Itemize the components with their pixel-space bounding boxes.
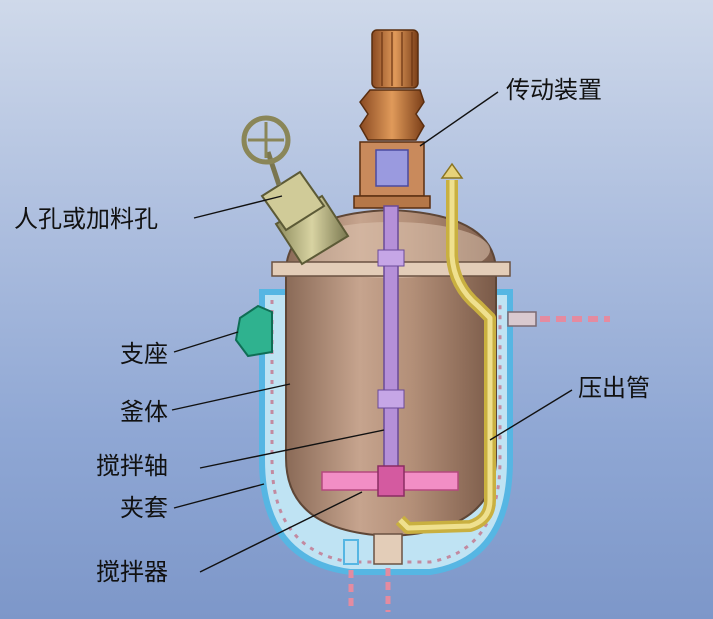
drive-coupling: [375, 149, 409, 187]
label-drive-unit: 传动装置: [506, 76, 602, 104]
agitator-shaft: [383, 205, 399, 489]
label-jacket: 夹套: [120, 494, 168, 522]
shaft-coupling-upper: [377, 249, 405, 267]
jacket-drain: [343, 539, 359, 565]
label-discharge-pipe: 压出管: [578, 374, 650, 402]
leader-drive-unit: [419, 91, 499, 147]
leader-manhole: [193, 195, 283, 219]
label-agitator-shaft: 搅拌轴: [96, 452, 168, 480]
leader-agitator: [199, 491, 363, 573]
label-support: 支座: [120, 340, 168, 368]
bottom-outlet: [373, 533, 403, 565]
manhole-assembly: [241, 115, 350, 266]
discharge-pipe-cap: [440, 162, 464, 179]
label-manhole: 人孔或加料孔: [14, 205, 158, 233]
motor-ribs: [381, 32, 413, 86]
leader-agitator-shaft: [199, 429, 385, 469]
jacket-nozzle: [507, 311, 537, 327]
shaft-coupling-lower: [377, 389, 405, 409]
leader-kettle-body: [171, 383, 291, 411]
label-agitator: 搅拌器: [96, 558, 168, 586]
drive-reducer: [359, 89, 425, 141]
agitator-hub: [377, 465, 405, 497]
leader-support: [173, 331, 239, 353]
label-kettle-body: 釜体: [120, 398, 168, 426]
leader-discharge-pipe: [489, 389, 573, 441]
drive-motor: [371, 29, 419, 89]
leader-lines: [171, 91, 573, 573]
support-bracket: [234, 304, 273, 358]
leader-jacket: [173, 483, 265, 509]
